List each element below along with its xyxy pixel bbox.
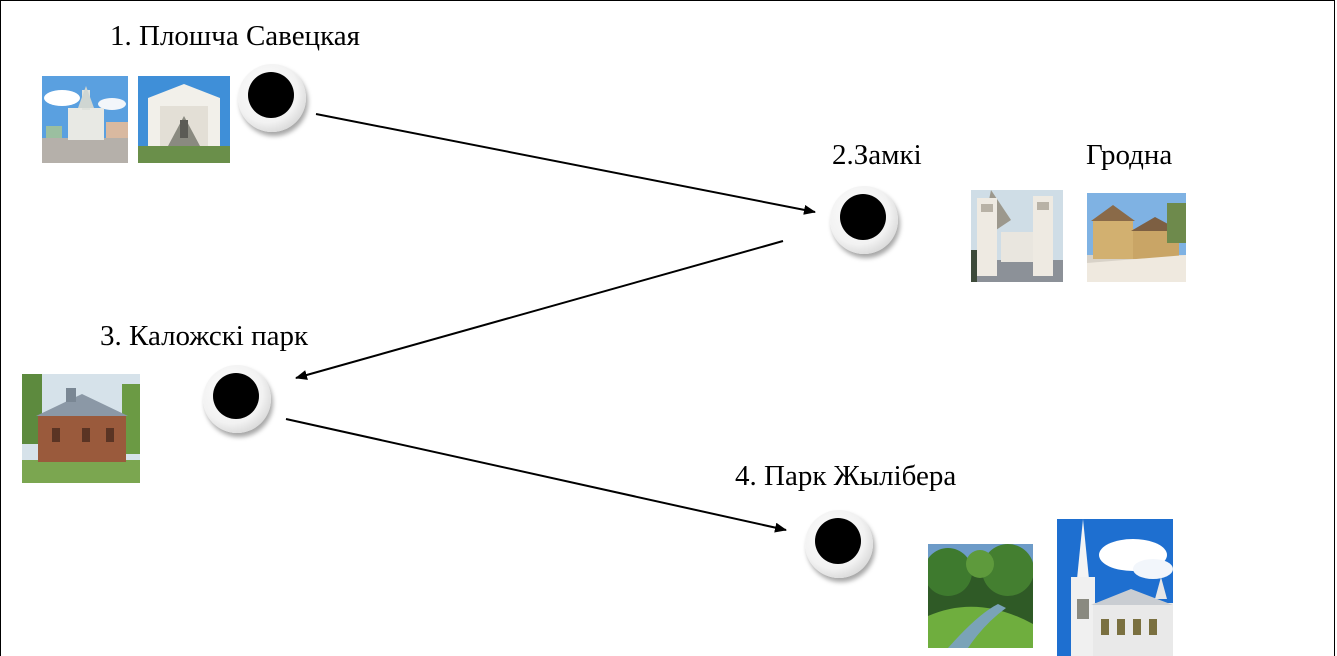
photo-zhiliber-park: [928, 544, 1033, 648]
photo-drama-theatre: [138, 76, 230, 163]
stop-3-marker[interactable]: [203, 365, 271, 433]
stop-1-marker[interactable]: [238, 64, 306, 132]
stop-2-label: 2.Замкі: [832, 139, 922, 171]
photo-lutheran-church: [1057, 519, 1173, 656]
photo-old-castle: [1087, 193, 1186, 282]
photo-kalozha-church: [22, 374, 140, 483]
photo-cathedral-square: [42, 76, 128, 163]
stop-4-marker[interactable]: [805, 510, 873, 578]
city-label: Гродна: [1086, 139, 1173, 171]
stop-4-label: 4. Парк Жылібера: [735, 460, 957, 492]
stop-1-label: 1. Плошча Савецкая: [110, 20, 360, 52]
stop-2-marker[interactable]: [830, 186, 898, 254]
stop-3-label: 3. Каложскі парк: [100, 320, 309, 352]
photo-castle-gate: [971, 190, 1063, 282]
